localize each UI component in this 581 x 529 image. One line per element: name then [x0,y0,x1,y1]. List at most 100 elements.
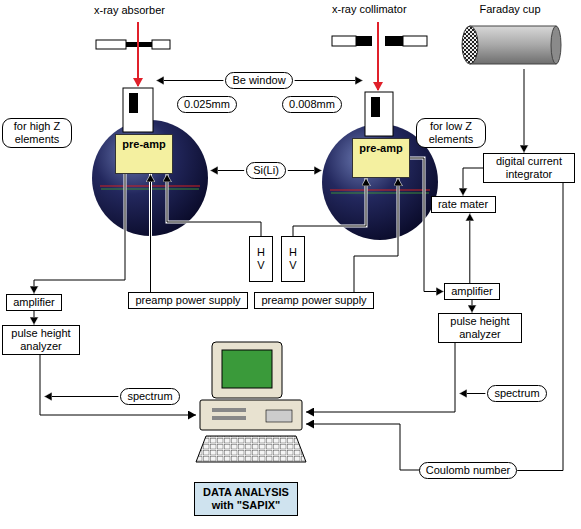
drawing-part [385,36,403,46]
drawing-part [212,408,246,412]
x-ray-arrow [137,22,139,86]
node-text: Faraday cup [479,3,540,16]
analyzer-box: pulse height analyzer [2,325,80,355]
connector-halo [410,158,444,292]
node-text: pulse height analyzer [7,327,75,353]
leader-arrow [288,170,322,171]
drawing-part [96,40,126,49]
node-text: pulse height analyzer [443,315,517,341]
drawing-part [40,345,196,415]
connector-halo [517,183,563,471]
hv-supply-box: H V [249,236,273,282]
drawing-part [306,330,455,412]
drawing-part [331,193,429,194]
node-text: spectrum [127,390,172,403]
connector [524,69,525,153]
drawing-part [129,93,138,113]
node-text: 0.025mm [184,98,230,111]
node-text: H V [286,246,300,272]
ratemeter-box: rate mater [431,196,496,213]
signal-label: Coulomb number [419,462,517,479]
node-text: spectrum [494,387,539,400]
drawing-part [365,92,393,136]
preamp-box: pre-amp [352,138,410,178]
computer [196,342,306,462]
node-text: for low Z elements [423,120,479,146]
connector [34,311,35,325]
drawing-part [332,36,356,46]
leader-arrow [44,396,118,397]
signal-label: spectrum [120,388,179,405]
part-label: x-ray collimator [330,3,409,16]
connector-halo [34,174,125,294]
drawing-part [123,88,153,132]
leader-arrow [295,80,363,81]
drawing-part [200,400,302,430]
drawing-part [222,350,272,388]
node-text: H V [254,246,268,272]
connector [167,174,261,236]
signal-line [40,330,455,470]
connector [293,178,366,236]
connector [469,213,470,283]
drawing-part [306,424,440,470]
drawing-part [266,410,292,422]
node-text: pre-amp [359,142,402,155]
part-label: x-ray absorber [92,4,167,17]
power-supply-box: preamp power supply [128,292,248,309]
connector-halo [523,69,526,153]
node-text: preamp power supply [135,294,240,307]
detector-label: Si(Li) [246,162,286,179]
amplifier-box: amplifier [444,283,500,300]
window-label: Be window [225,72,292,89]
connector-halo [149,174,152,292]
node-text: for high Z elements [9,120,65,146]
x-ray-collimator [332,36,427,46]
thickness-label: 0.008mm [282,96,342,113]
x-ray-arrow [377,22,379,90]
drawing-part [152,40,170,49]
connector-halo [167,174,261,236]
node-text: digital current integrator [488,155,570,181]
connector-halo [471,300,474,313]
connector-halo [354,178,398,292]
hv-supply-box: H V [281,236,305,282]
connector-halo [33,311,36,325]
node-text: 0.008mm [289,98,335,111]
preamp-box: pre-amp [115,134,173,174]
integrator-box: digital current integrator [483,153,575,183]
note-label: for high Z elements [2,118,72,148]
faraday-cup: Faraday cup [455,3,565,69]
drawing-part [356,36,372,46]
note-label: for low Z elements [416,118,486,148]
node-text: pre-amp [122,138,165,151]
connector-halo [293,178,366,236]
connector-halo [463,168,483,196]
drawing-part [212,342,282,398]
drawing-part [371,97,380,117]
analyzer-box: pulse height analyzer [438,313,522,343]
faraday-cup-drawing [458,23,562,67]
connector [410,158,444,292]
leader-arrow [156,80,223,81]
drawing-part [212,416,246,420]
node-text: DATA ANALYSIS with "SAPIX" [199,486,293,512]
node-text: amplifier [13,296,55,309]
connector [150,174,151,292]
node-text: rate mater [438,198,488,211]
node-text: Si(Li) [253,164,279,177]
x-ray-absorber [96,40,170,49]
connector [354,178,398,292]
drawing-part [330,190,430,191]
amplifier-box: amplifier [6,294,62,311]
cup-end [551,26,561,64]
thickness-label: 0.025mm [177,96,237,113]
drawing-part [403,36,427,46]
power-supply-box: preamp power supply [254,292,374,309]
leader-arrow [459,393,485,394]
software-box: DATA ANALYSIS with "SAPIX" [194,482,298,516]
node-text: preamp power supply [261,294,366,307]
node-text: Be window [232,74,285,87]
node-text: amplifier [451,285,493,298]
connector [517,183,563,471]
